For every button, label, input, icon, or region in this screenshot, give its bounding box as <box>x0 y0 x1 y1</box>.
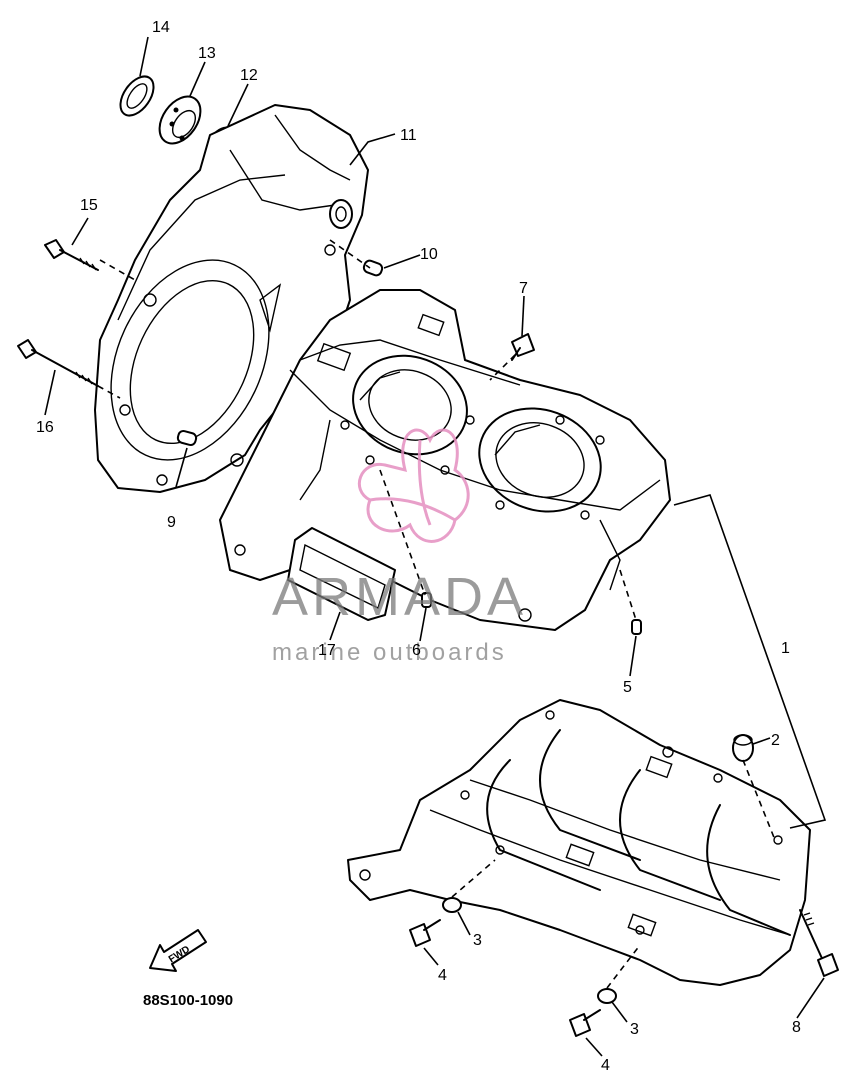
part-13-bearing <box>158 95 202 145</box>
part-17-plate <box>287 527 396 621</box>
part-11-crankcase-cover <box>94 104 369 493</box>
part-2-dowel <box>732 734 754 762</box>
part-4-bolt-a <box>409 919 441 947</box>
part-4-bolt-b <box>569 1009 601 1037</box>
part-9-dowel <box>176 429 198 447</box>
callout-16: 16 <box>36 419 54 436</box>
part-6-pin <box>421 592 432 608</box>
callout-17: 17 <box>318 642 336 659</box>
part-10-dowel-pin <box>362 259 384 277</box>
armada-watermark: ARMADA marine outboards <box>272 428 527 666</box>
callout-10: 10 <box>420 246 438 263</box>
part-7-bolt <box>511 333 535 361</box>
callout-6: 6 <box>412 642 421 659</box>
part-3-washer-b <box>597 988 617 1004</box>
callout-3b: 3 <box>630 1021 639 1038</box>
fwd-direction-arrow: FWD <box>149 929 207 972</box>
part-15-bolt <box>44 239 99 271</box>
callout-14: 14 <box>152 19 170 36</box>
callout-1: 1 <box>781 640 790 657</box>
callout-11: 11 <box>400 127 417 144</box>
watermark-brand: ARMADA <box>272 567 527 627</box>
callout-4b: 4 <box>601 1057 610 1074</box>
part-5-pin <box>631 619 642 635</box>
callout-3a: 3 <box>473 932 482 949</box>
part-8-stud <box>799 909 839 977</box>
callout-4a: 4 <box>438 967 447 984</box>
watermark-logo-mark <box>357 428 470 543</box>
callout-12: 12 <box>240 67 258 84</box>
callout-2: 2 <box>771 732 780 749</box>
callout-15: 15 <box>80 197 98 214</box>
callout-13: 13 <box>198 45 216 62</box>
callout-labels: 14 13 12 11 15 10 7 16 9 17 6 1 5 2 3 4 … <box>36 19 801 1074</box>
part-3-washer-a <box>442 897 462 913</box>
part-14-oil-seal <box>119 75 155 117</box>
drawing-code: 88S100-1090 <box>143 992 233 1009</box>
watermark-tagline: marine outboards <box>272 639 507 666</box>
callout-8: 8 <box>792 1019 801 1036</box>
callout-7: 7 <box>519 280 528 297</box>
leader-lines <box>44 36 827 1057</box>
callout-9: 9 <box>167 514 176 531</box>
callout-5: 5 <box>623 679 632 696</box>
part-16-bolt <box>17 339 99 387</box>
